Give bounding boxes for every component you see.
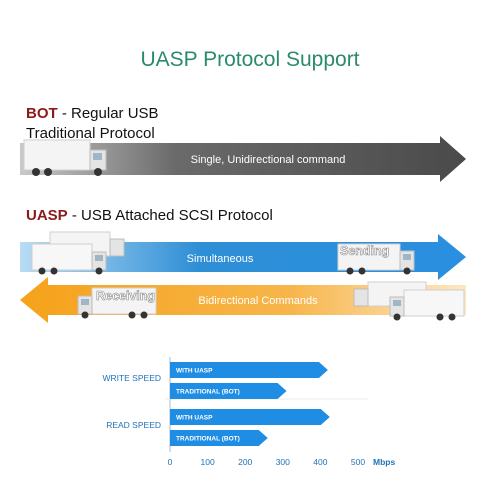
bot-truck-icon [23,139,107,176]
sending-truck-icon [337,243,415,275]
speed-bar-label: WITH UASP [176,368,213,375]
speed-bar [170,383,287,399]
bot-line2: Traditional Protocol [26,125,155,142]
page-title: UASP Protocol Support [140,48,360,71]
x-tick-label: 100 [201,457,215,467]
bot-abbr: BOT [26,105,58,122]
speed-bar [170,430,268,446]
sending-tag: Sending [340,244,389,258]
bot-arrow [20,136,466,182]
speed-chart: WRITE SPEED WITH UASP TRADITIONAL (BOT) REA… [102,357,395,467]
x-tick-label: 200 [238,457,252,467]
speed-category-label: READ SPEED [106,420,161,430]
x-tick-label: 0 [168,457,173,467]
uasp-truck-pair-icon [31,231,125,275]
x-tick-label: 400 [313,457,327,467]
bot-arrow-label: Single, Unidirectional command [191,154,346,166]
x-tick-label: 300 [276,457,290,467]
uasp-heading: UASP - USB Attached SCSI Protocol [26,206,273,226]
receiving-tag: Receiving [96,289,155,303]
x-tick-label: 500 [351,457,365,467]
return-truck-pair-icon [353,281,465,321]
speed-category-label: WRITE SPEED [102,373,161,383]
uasp-abbr: UASP [26,207,68,224]
receiving-truck-icon [77,287,157,319]
speed-bar-label: TRADITIONAL (BOT) [176,389,240,396]
speed-bar [170,409,330,425]
speed-bar-label: WITH UASP [176,415,213,422]
uasp-forward-label: Simultaneous [187,253,254,265]
speed-bar-label: TRADITIONAL (BOT) [176,436,240,443]
bot-heading: BOT - Regular USB Traditional Protocol [26,104,159,144]
bot-line1: - Regular USB [57,105,159,122]
x-unit-label: Mbps [373,457,395,467]
speed-bar [170,362,328,378]
uasp-backward-label: Bidirectional Commands [198,295,318,307]
uasp-line1: - USB Attached SCSI Protocol [67,207,273,224]
